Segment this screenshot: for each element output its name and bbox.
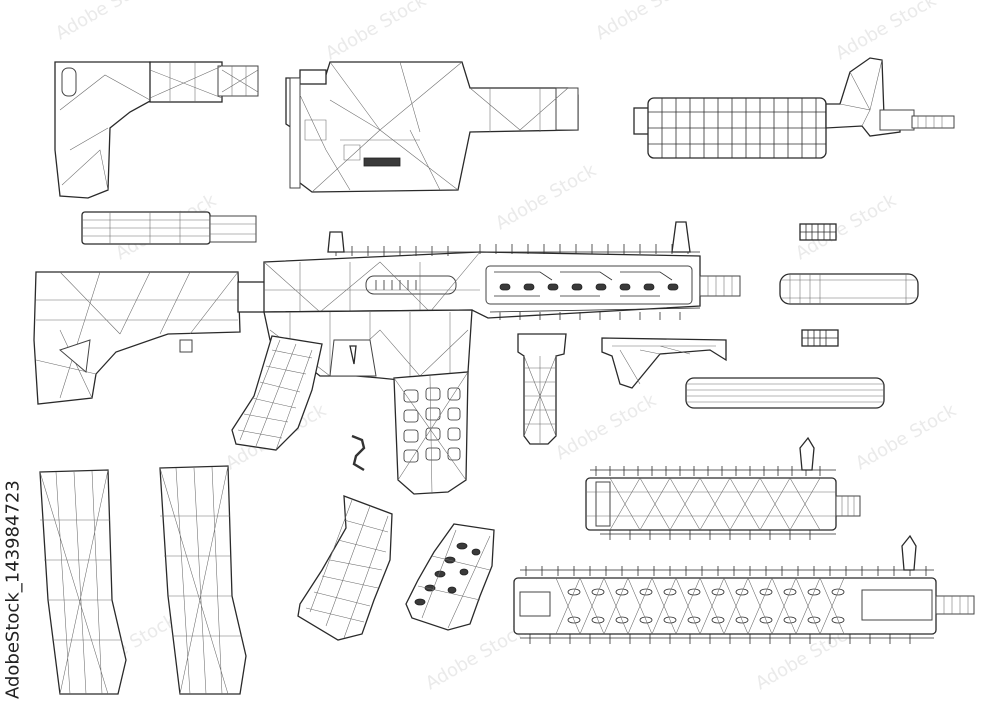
svg-text:Adobe Stock: Adobe Stock — [552, 390, 660, 465]
trigger-spring — [351, 434, 366, 472]
magazine-right — [159, 465, 247, 695]
muzzle-brake — [799, 223, 837, 241]
assembled-rifle — [33, 221, 741, 495]
svg-text:Adobe Stock: Adobe Stock — [322, 0, 430, 64]
pistol-brace — [54, 61, 259, 199]
suppressor-short — [779, 273, 919, 305]
buffer-tube — [81, 211, 257, 245]
pistol-grip-textured — [405, 523, 495, 631]
flash-hider — [801, 329, 839, 347]
svg-text:Adobe Stock: Adobe Stock — [852, 400, 960, 475]
pistol-grip — [297, 495, 393, 641]
angled-foregrip — [601, 337, 727, 389]
svg-text:Adobe Stock: Adobe Stock — [52, 0, 160, 44]
svg-text:Adobe Stock: Adobe Stock — [832, 0, 940, 64]
svg-text:Adobe Stock: Adobe Stock — [592, 0, 700, 44]
svg-text:Adobe Stock: Adobe Stock — [492, 160, 600, 235]
vertical-foregrip — [517, 333, 567, 445]
quad-rail-handguard-short — [585, 436, 861, 540]
precision-stock — [285, 61, 579, 193]
suppressor-long — [685, 377, 885, 409]
quad-rail-handguard-long — [513, 534, 975, 644]
magazine-left — [39, 469, 127, 695]
carbine-handguard-barrel — [633, 57, 955, 159]
